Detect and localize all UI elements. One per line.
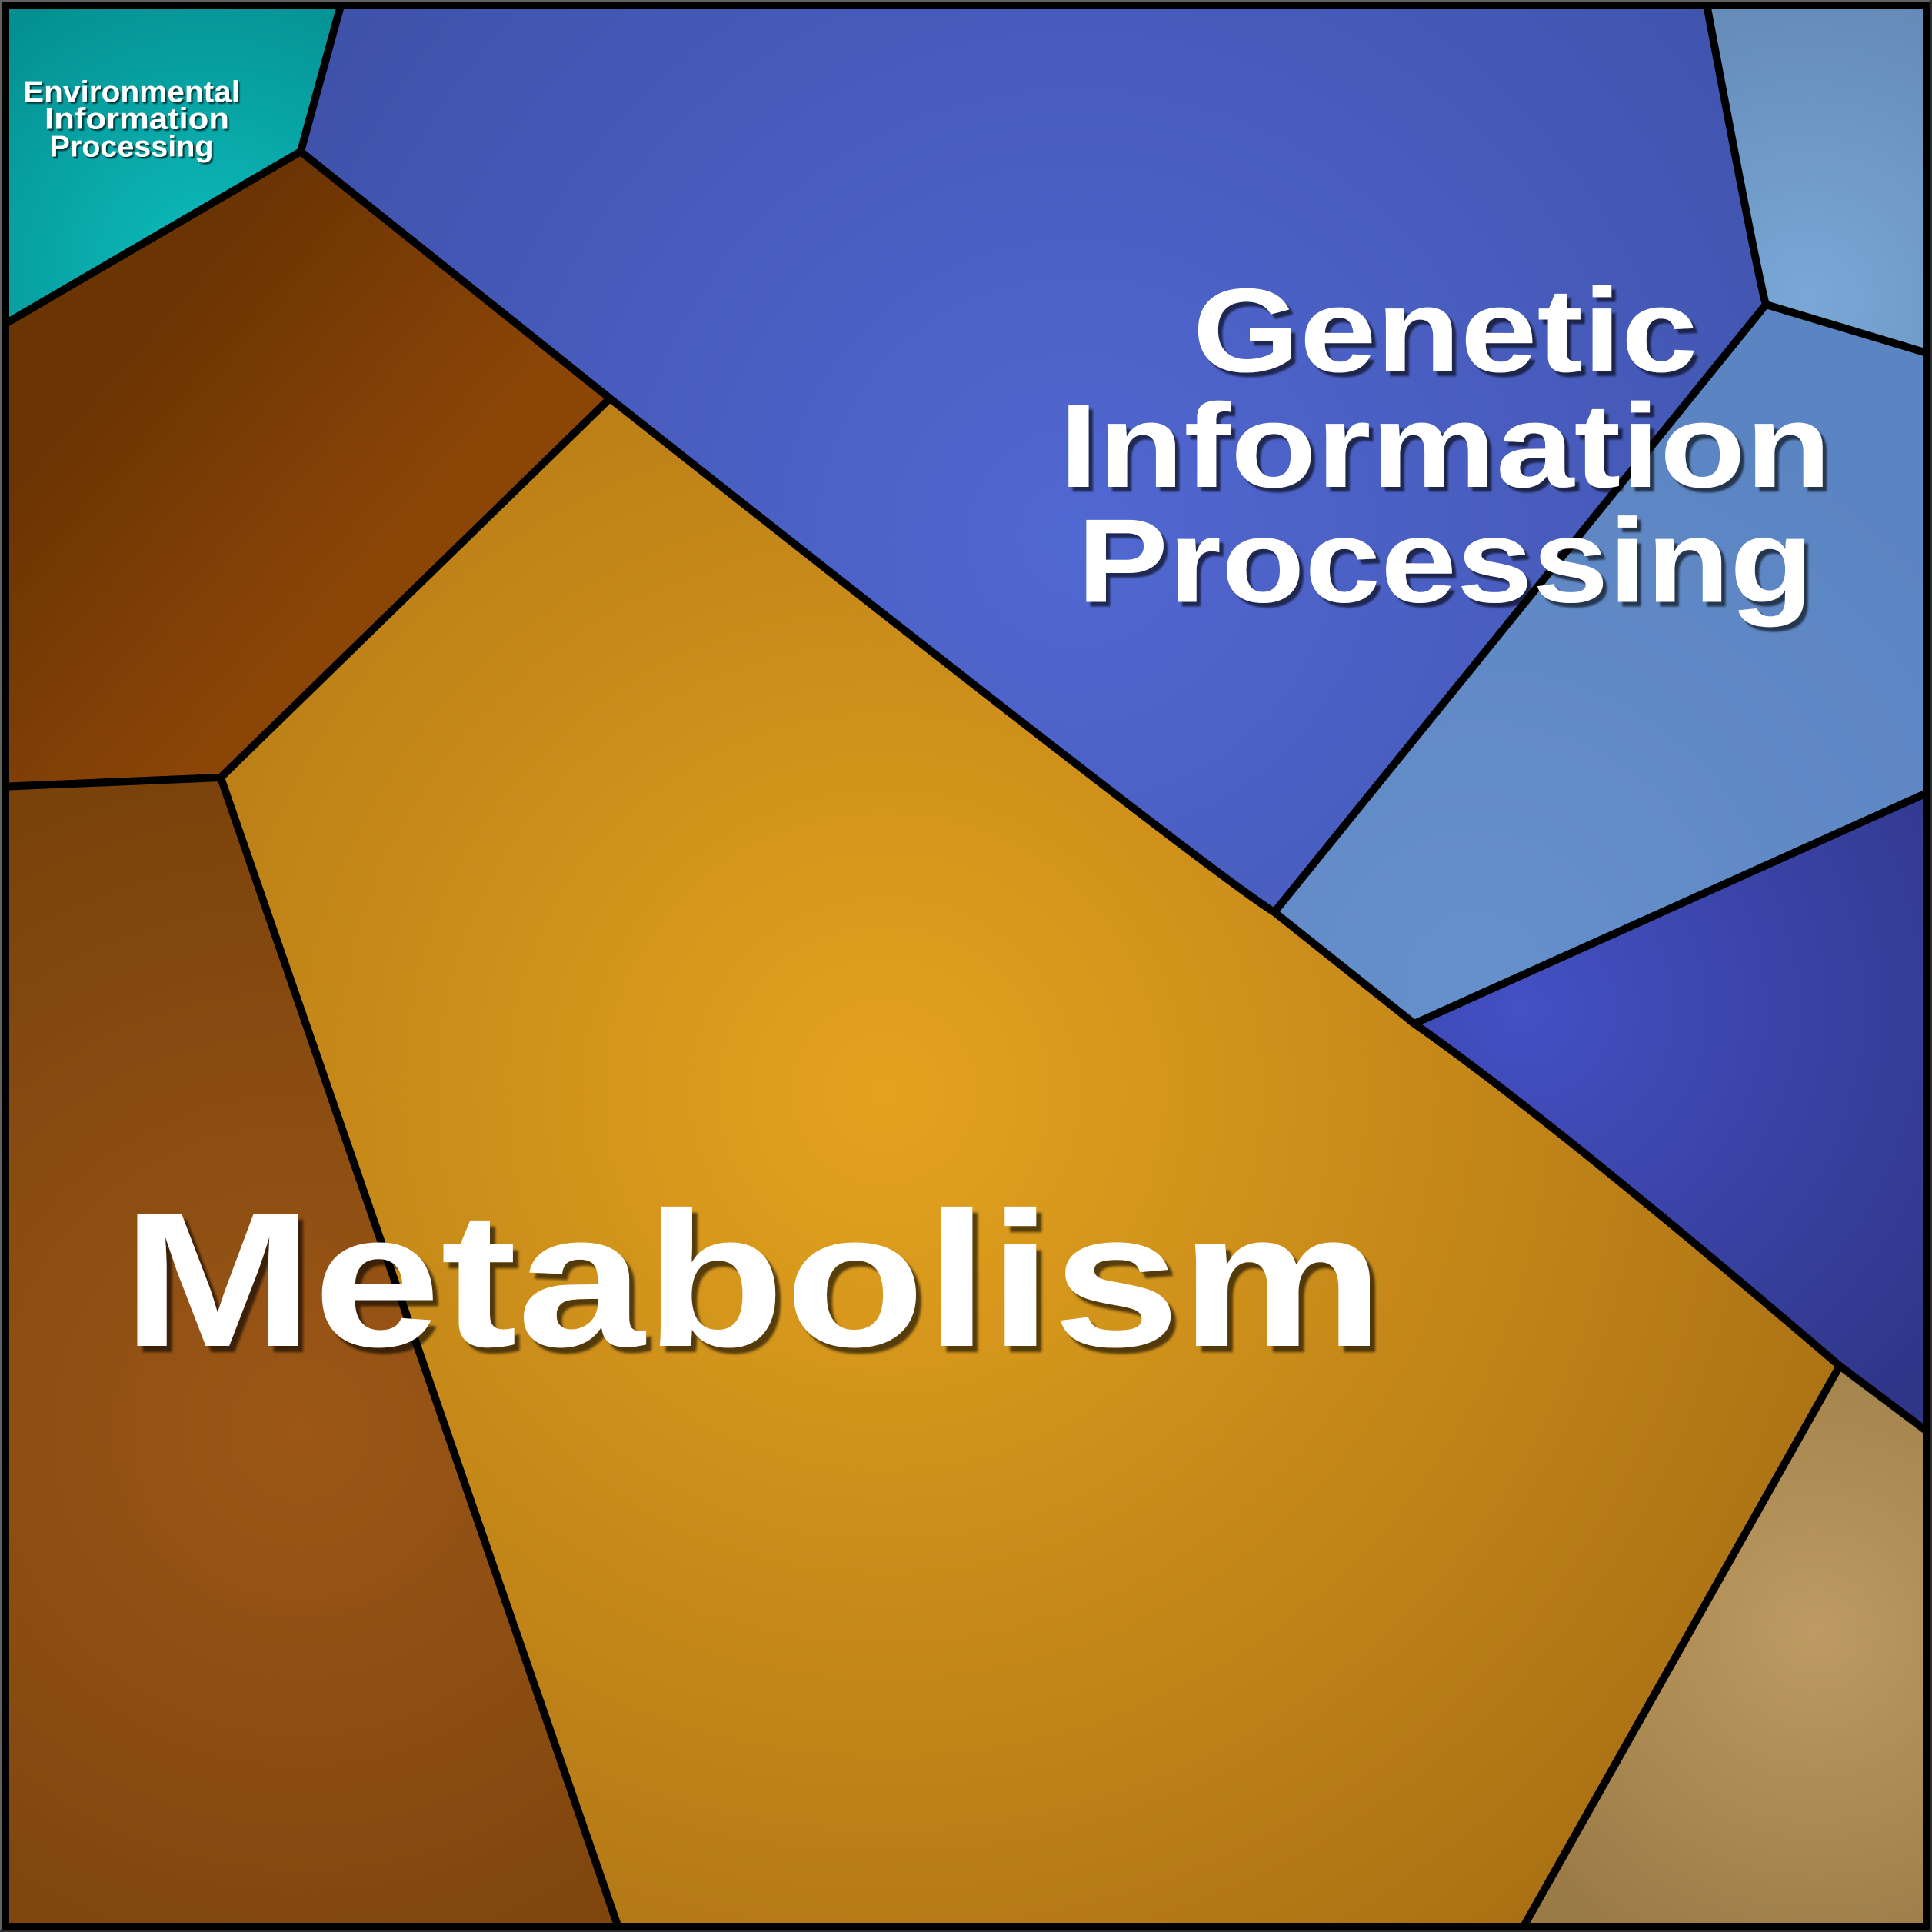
svg-text:Information: Information [45,103,229,136]
svg-text:Information: Information [1059,379,1831,512]
svg-text:Processing: Processing [1078,495,1814,628]
svg-text:Environmental: Environmental [23,76,240,109]
svg-text:Processing: Processing [50,131,214,164]
svg-text:Metabolism: Metabolism [122,1172,1384,1387]
svg-text:Genetic: Genetic [1193,264,1698,397]
